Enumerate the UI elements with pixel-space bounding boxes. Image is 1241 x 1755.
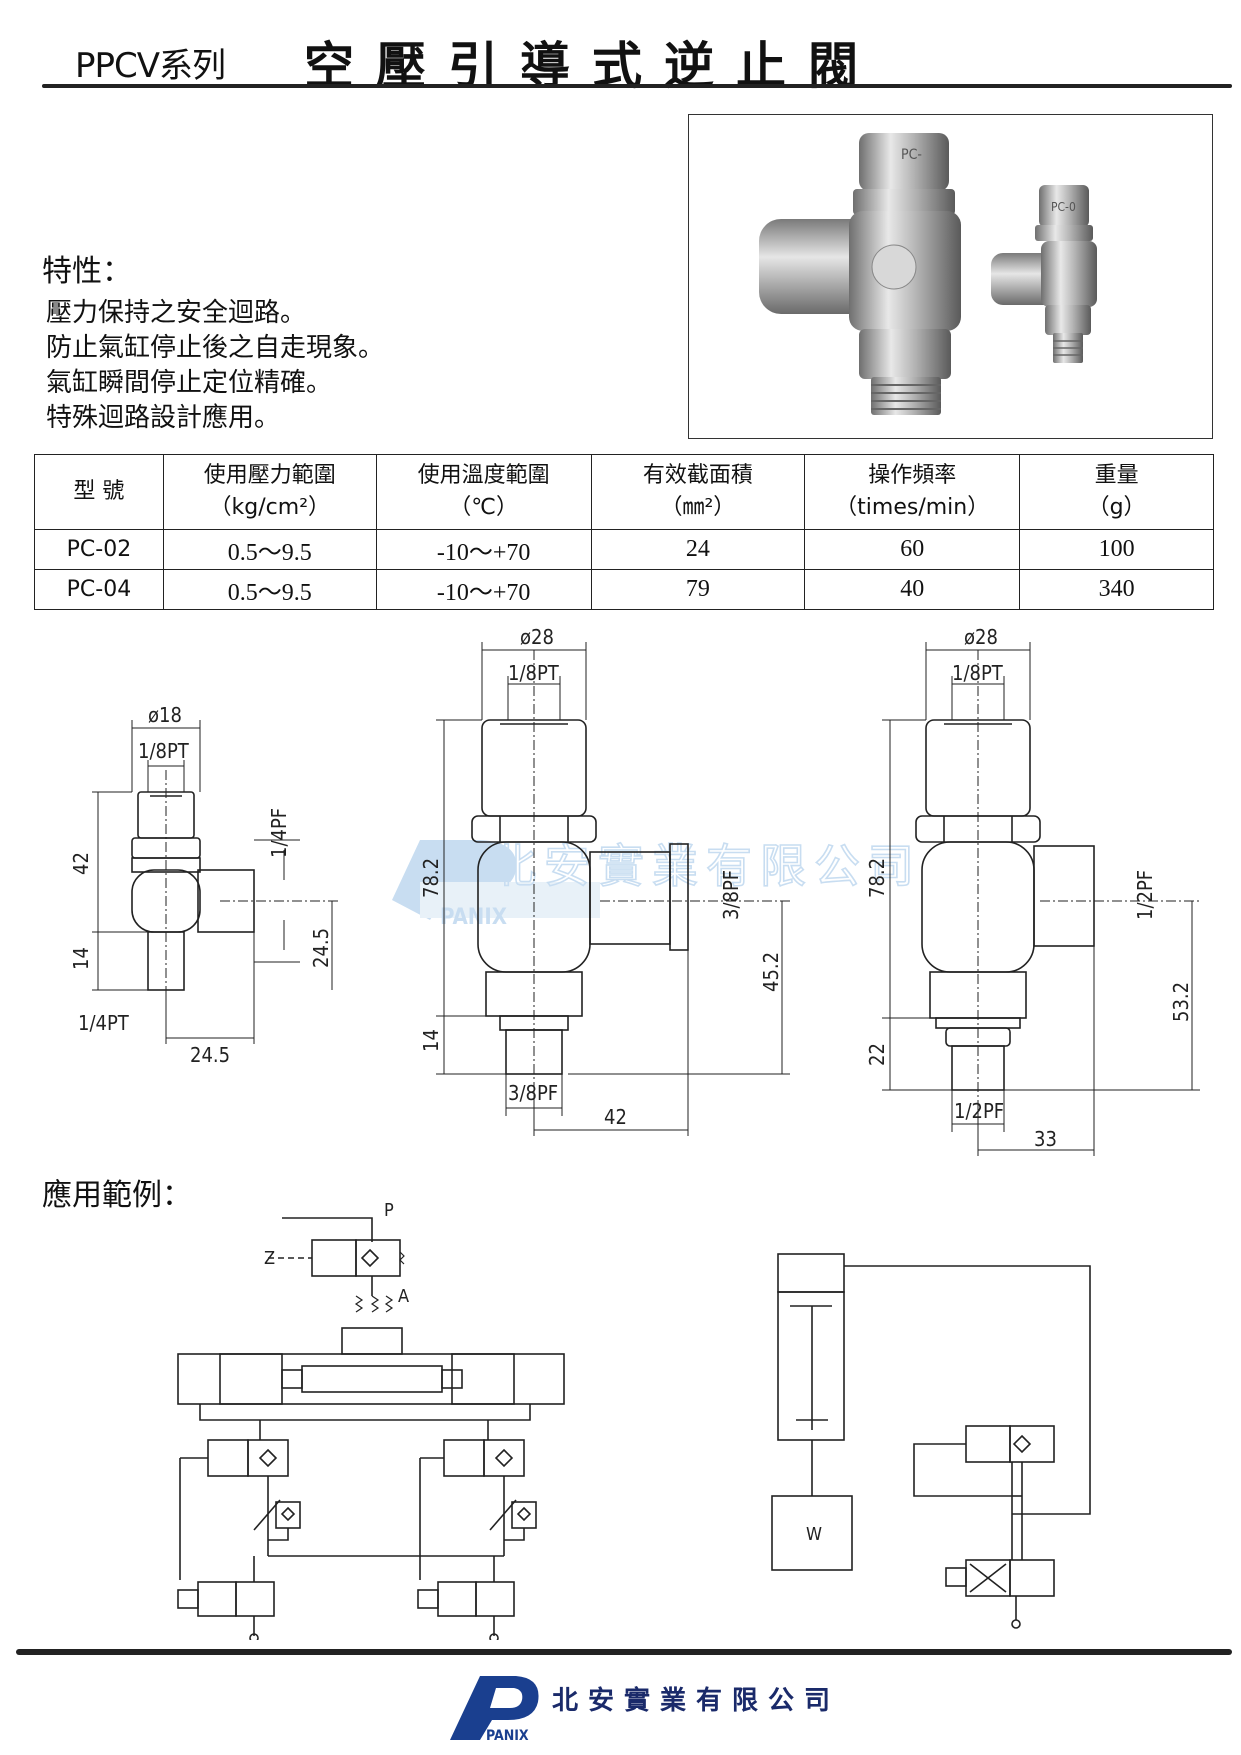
cell-model: PC-04 [34,569,164,610]
dimension-drawings: 北安實業有限公司 PANIX [69,625,1200,1156]
large-valve-image: PC- [759,133,961,415]
col-header-temperature: 使用溫度範圍（℃） [375,454,592,530]
dim-label: 42 [604,1105,627,1129]
series-label: PPCV系列 [75,46,226,86]
col-header-model: 型 號 [34,454,164,530]
cell-frequency: 60 [804,529,1021,570]
col-header-weight: 重量（g） [1019,454,1214,530]
cell-model: PC-02 [34,529,164,570]
feature-item: 氣缸瞬間停止定位精確。 [46,368,333,398]
application-circuits: P Z A W [177,1200,1091,1640]
dim-label: ø18 [148,703,182,727]
dim-label: 1/8PT [952,661,1004,685]
cell-weight: 340 [1019,569,1214,610]
col-header-pressure: 使用壓力範圍（kg/cm²） [162,454,377,530]
svg-text:PC-0: PC-0 [1051,200,1076,214]
cell-frequency: 40 [804,569,1021,610]
right-circuit [771,1253,1091,1629]
dim-label: 1/2PF [1133,870,1157,920]
left-circuit [177,1217,565,1640]
dim-label: 78.2 [419,858,443,898]
svg-text:北安實業有限公司: 北安實業有限公司 [490,839,922,893]
drawing-pc-04 [882,642,1200,1156]
spec-table: 型 號 使用壓力範圍（kg/cm²） 使用溫度範圍（℃） 有效截面積（㎜²） 操… [34,454,1214,610]
port-label-a: A [398,1286,409,1307]
cell-temperature: -10～+70 [375,529,592,570]
watermark: 北安實業有限公司 PANIX [392,838,922,930]
port-label-p: P [384,1200,394,1221]
cell-area: 79 [590,569,806,610]
dim-label: 1/2PF [954,1099,1004,1123]
feature-item: 防止氣缸停止後之自走現象。 [46,333,385,363]
company-logo: PANIX [450,1676,539,1744]
cell-temperature: -10～+70 [375,569,592,610]
dim-label: ø28 [520,625,554,649]
port-label-z: Z [264,1248,275,1269]
col-header-frequency: 操作頻率（times/min） [804,454,1021,530]
cell-pressure: 0.5～9.5 [162,529,377,570]
dim-label: 1/8PT [508,661,560,685]
feature-item: 特殊迴路設計應用。 [46,403,281,433]
dim-label: 1/8PT [138,739,190,763]
load-label-w: W [806,1524,822,1545]
dim-label: 24.5 [190,1043,230,1067]
application-title: 應用範例： [42,1178,192,1213]
dim-label: 42 [69,852,93,875]
svg-text:PANIX: PANIX [440,905,507,930]
dim-label: 45.2 [759,952,783,992]
dim-label: 53.2 [1169,982,1193,1022]
footer-company-name: 北安實業有限公司 [552,1686,841,1716]
feature-item: 壓力保持之安全迴路。 [46,298,307,328]
col-header-area: 有效截面積（㎜²） [590,454,806,530]
dim-label: 22 [865,1043,889,1066]
dim-label: 78.2 [865,858,889,898]
product-photo: PC- PC-0 [688,114,1213,439]
dim-label: 33 [1034,1127,1057,1151]
dim-label: 24.5 [309,928,333,968]
dim-label: 1/4PF [267,808,291,858]
header-divider [42,84,1232,88]
cell-weight: 100 [1019,529,1214,570]
footer-divider [16,1649,1232,1655]
dim-label: 14 [69,947,93,970]
cell-area: 24 [590,529,806,570]
cell-pressure: 0.5～9.5 [162,569,377,610]
svg-text:PANIX: PANIX [486,1728,529,1744]
dim-label: ø28 [964,625,998,649]
dim-label: 1/4PT [78,1011,130,1035]
drawing-pc-02 [436,642,790,1136]
dim-label: 3/8PF [508,1081,558,1105]
small-valve-image: PC-0 [991,185,1097,363]
drawing-pc-small [92,720,340,1044]
table-row: PC-04 0.5～9.5 -10～+70 79 40 340 [34,569,1214,610]
features-title: 特性： [42,254,132,289]
dim-label: 14 [419,1029,443,1052]
svg-text:PC-: PC- [901,147,922,163]
table-row: PC-02 0.5～9.5 -10～+70 24 60 100 [34,529,1214,570]
dim-label: 3/8PF [719,870,743,920]
